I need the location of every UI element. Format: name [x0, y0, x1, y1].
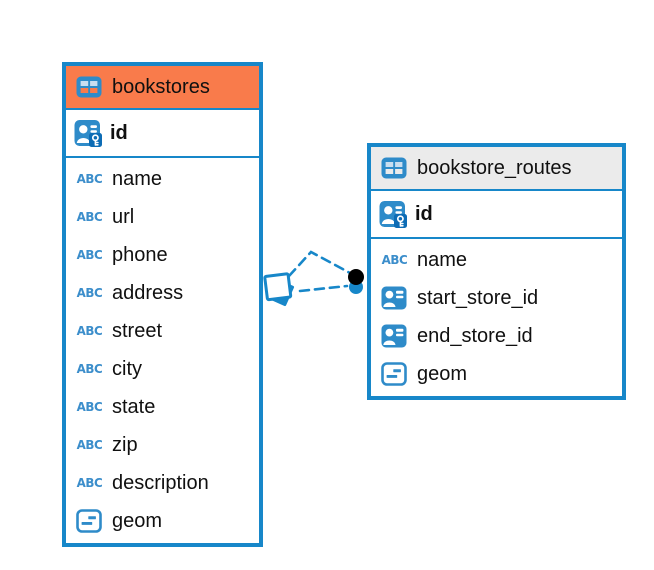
column-row-start_store_id[interactable]: start_store_id [371, 279, 622, 317]
primary-key-icon [74, 119, 102, 147]
primary-key-label: id [110, 121, 128, 144]
foreign-key-icon [380, 286, 408, 310]
column-row-url[interactable]: ABC url [66, 198, 259, 236]
relation-line-lower[interactable] [298, 284, 349, 293]
text-type-icon: ABC [76, 360, 102, 376]
column-label: name [112, 167, 163, 190]
text-type-icon: ABC [76, 284, 102, 300]
column-label: street [112, 319, 163, 342]
column-label: name [417, 248, 468, 271]
relation-diamond-symbol[interactable] [263, 272, 295, 307]
column-row-state[interactable]: ABC state [66, 388, 259, 426]
geometry-type-icon [380, 362, 408, 386]
table-header[interactable]: bookstores [66, 66, 259, 110]
column-row-name[interactable]: ABC name [66, 160, 259, 198]
column-label: start_store_id [417, 286, 539, 309]
column-row-name[interactable]: ABC name [371, 241, 622, 279]
table-bookstore-routes[interactable]: bookstore_routes id ABC name start_store_i… [367, 143, 626, 400]
primary-key-icon [379, 200, 407, 228]
column-label: phone [112, 243, 168, 266]
primary-key-row[interactable]: id [66, 110, 259, 158]
primary-key-row[interactable]: id [371, 191, 622, 239]
column-label: geom [417, 362, 468, 385]
relation-dot-symbol[interactable] [348, 269, 364, 294]
column-label: address [112, 281, 184, 304]
column-row-city[interactable]: ABC city [66, 350, 259, 388]
text-type-icon: ABC [76, 398, 102, 414]
column-label: state [112, 395, 156, 418]
column-row-zip[interactable]: ABC zip [66, 426, 259, 464]
column-label: description [112, 471, 209, 494]
column-label: city [112, 357, 142, 380]
column-row-phone[interactable]: ABC phone [66, 236, 259, 274]
column-label: zip [112, 433, 138, 456]
column-label: url [112, 205, 135, 228]
text-type-icon: ABC [76, 474, 102, 490]
table-icon [75, 76, 103, 98]
column-row-geom[interactable]: geom [66, 502, 259, 540]
table-icon [380, 157, 408, 179]
geometry-type-icon [75, 509, 103, 533]
text-type-icon: ABC [381, 251, 407, 267]
column-row-geom[interactable]: geom [371, 355, 622, 393]
text-type-icon: ABC [76, 246, 102, 262]
foreign-key-icon [380, 324, 408, 348]
text-type-icon: ABC [76, 170, 102, 186]
primary-key-label: id [415, 202, 433, 225]
column-label: end_store_id [417, 324, 533, 347]
column-row-end_store_id[interactable]: end_store_id [371, 317, 622, 355]
table-title: bookstore_routes [417, 156, 572, 179]
relation-line-upper[interactable] [287, 250, 352, 278]
column-label: geom [112, 509, 163, 532]
column-row-address[interactable]: ABC address [66, 274, 259, 312]
table-header[interactable]: bookstore_routes [371, 147, 622, 191]
table-title: bookstores [112, 75, 210, 98]
text-type-icon: ABC [76, 208, 102, 224]
text-type-icon: ABC [76, 322, 102, 338]
column-row-street[interactable]: ABC street [66, 312, 259, 350]
column-row-description[interactable]: ABC description [66, 464, 259, 502]
text-type-icon: ABC [76, 436, 102, 452]
